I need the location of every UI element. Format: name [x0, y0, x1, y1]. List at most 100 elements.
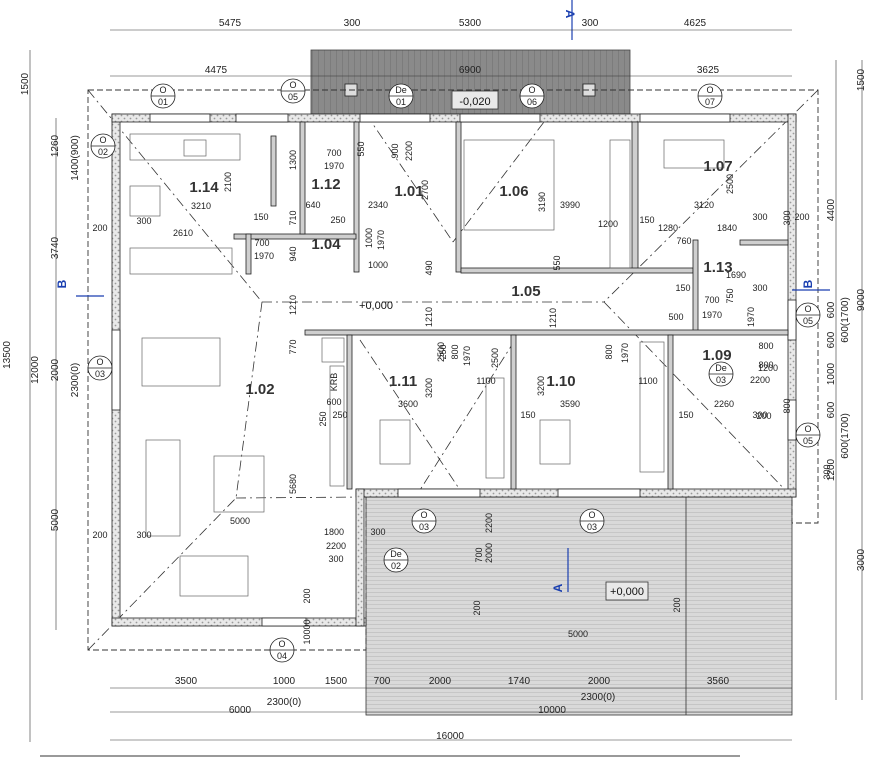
dimension-text: 1500 — [325, 676, 348, 687]
opening-marker-type: O — [96, 357, 103, 367]
section-mark: A — [551, 583, 565, 592]
dimension-text: 500 — [668, 312, 683, 322]
level-mark: -0,020 — [459, 96, 490, 108]
dimension-text: 700 — [326, 148, 341, 158]
dimension-text: 600 — [826, 331, 837, 348]
dimension-text: 16000 — [436, 731, 464, 742]
dimension-text: 2000 — [50, 358, 61, 381]
room-number: 1.02 — [245, 381, 274, 398]
dimension-text: 150 — [520, 410, 535, 420]
dimension-text: 300 — [344, 18, 361, 29]
dimension-text: 3560 — [707, 676, 730, 687]
dimension-text: 1400(900) — [70, 135, 81, 181]
dimension-text: 4475 — [205, 65, 228, 76]
dimension-text: 2300(0) — [267, 697, 301, 708]
opening-marker-type: O — [289, 80, 296, 90]
opening-marker-number: 02 — [98, 147, 108, 157]
dimension-text: 1970 — [376, 230, 386, 250]
opening-marker-type: O — [804, 424, 811, 434]
dimension-text: 2500 — [436, 342, 446, 362]
dimension-text: 1000 — [273, 676, 296, 687]
dimension-text: 10000 — [302, 619, 312, 644]
dimension-text: 250 — [438, 344, 448, 359]
room-number: 1.11 — [389, 373, 417, 390]
room-number: 1.09 — [702, 347, 731, 364]
dimension-text: 200 — [472, 600, 482, 615]
dimension-text: 200 — [302, 588, 312, 603]
opening-marker-number: 05 — [288, 92, 298, 102]
dimension-text: 1970 — [746, 307, 756, 327]
dimension-text: 300 — [328, 554, 343, 564]
dimension-text: 1200 — [598, 219, 618, 229]
dimension-text: 5000 — [50, 508, 61, 531]
dimension-text: 2260 — [714, 399, 734, 409]
dimension-text: 1260 — [50, 134, 61, 157]
dimension-text: 760 — [676, 236, 691, 246]
dimension-text: 1970 — [462, 346, 472, 366]
fireplace-label: KRB — [329, 373, 339, 392]
opening-marker-type: O — [588, 510, 595, 520]
dimension-text: 3740 — [50, 236, 61, 259]
dimension-text: 1740 — [508, 676, 531, 687]
dimension-text: 2000 — [484, 543, 494, 563]
dimension-text: 1200 — [758, 363, 778, 373]
dimension-text: 12000 — [30, 356, 41, 384]
dimension-text: 250 — [318, 411, 328, 426]
interior-walls — [233, 121, 789, 490]
dimension-text: 2300(0) — [70, 363, 81, 397]
dimension-text: 200 — [92, 530, 107, 540]
dimension-text: 9000 — [856, 288, 867, 311]
dimension-text: 1280 — [658, 223, 678, 233]
room-number: 1.13 — [703, 259, 732, 276]
section-mark: A — [563, 10, 577, 19]
opening-marker-type: O — [528, 85, 535, 95]
dimension-text: 3590 — [560, 399, 580, 409]
room-number: 1.04 — [311, 236, 341, 253]
dimension-text: 1500 — [20, 72, 31, 95]
dimension-text: 2100 — [223, 172, 233, 192]
dimension-text: 800 — [758, 341, 773, 351]
dimension-text: 3120 — [694, 200, 714, 210]
dimension-text: 250 — [332, 410, 347, 420]
dimension-text: 5000 — [568, 629, 588, 639]
section-mark: B — [55, 279, 69, 288]
dimension-text: 3210 — [191, 201, 211, 211]
dimension-text: 1690 — [726, 270, 746, 280]
opening-marker-number: 01 — [396, 97, 406, 107]
dimension-text: 2300(0) — [581, 692, 615, 703]
dimension-text: 150 — [639, 215, 654, 225]
dimension-lines — [29, 29, 863, 757]
dimension-text: 800 — [450, 344, 460, 359]
dimension-text: 1970 — [702, 310, 722, 320]
dimension-text: 1100 — [638, 376, 657, 386]
opening-marker-type: O — [804, 304, 811, 314]
dimension-text: 1210 — [548, 308, 558, 328]
dimension-text: 3600 — [398, 399, 418, 409]
dimension-text: 5475 — [219, 18, 242, 29]
room-number: 1.06 — [499, 183, 528, 200]
opening-marker-number: 05 — [803, 316, 813, 326]
opening-marker-number: 05 — [803, 436, 813, 446]
dimension-text: 2500 — [490, 348, 500, 368]
dimension-text: 300 — [782, 210, 792, 225]
dimension-text: 300 — [752, 283, 767, 293]
dimension-text: 200 — [794, 212, 809, 222]
dimension-text: 3000 — [856, 548, 867, 571]
opening-marker-type: O — [278, 639, 285, 649]
dimension-text: 600 — [826, 301, 837, 318]
dimension-text: 600(1700) — [840, 297, 851, 343]
dimension-text: 490 — [424, 260, 434, 275]
dimension-text: 200 — [756, 411, 771, 421]
dimension-text: 300 — [752, 212, 767, 222]
dimension-text: 3190 — [537, 192, 547, 212]
room-number: 1.01 — [394, 183, 423, 200]
dimension-text: 150 — [253, 212, 268, 222]
room-number: 1.10 — [546, 373, 575, 390]
section-mark: B — [801, 279, 815, 288]
dimension-text: 200 — [672, 597, 682, 612]
dimension-text: 2000 — [429, 676, 452, 687]
dimension-text: 300 — [752, 410, 767, 420]
dimension-text: 2200 — [326, 541, 346, 551]
dimension-text: 2200 — [750, 375, 770, 385]
dimension-text: 1840 — [717, 223, 737, 233]
